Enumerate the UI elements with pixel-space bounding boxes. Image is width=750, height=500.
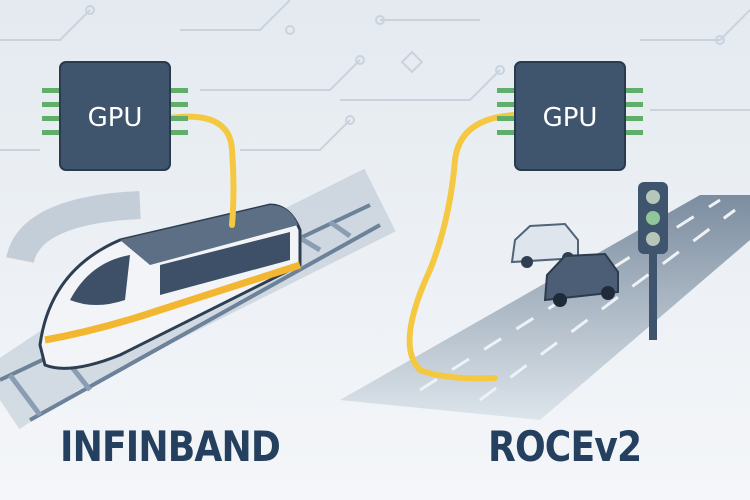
gpu-label-right: GPU — [543, 103, 598, 133]
traffic-light — [638, 182, 668, 340]
car-dark — [543, 252, 619, 307]
cable-right — [406, 112, 518, 382]
cable-left — [167, 113, 237, 228]
bullet-train — [38, 203, 302, 370]
gpu-label-left: GPU — [88, 103, 143, 133]
gpu-chip-left: GPU — [42, 61, 188, 171]
rocev2-title: ROCEv2 — [488, 422, 642, 471]
gpu-chip-right: GPU — [497, 61, 643, 171]
circuit-background — [0, 0, 750, 151]
infiniband-title: INFINBAND — [60, 422, 281, 471]
